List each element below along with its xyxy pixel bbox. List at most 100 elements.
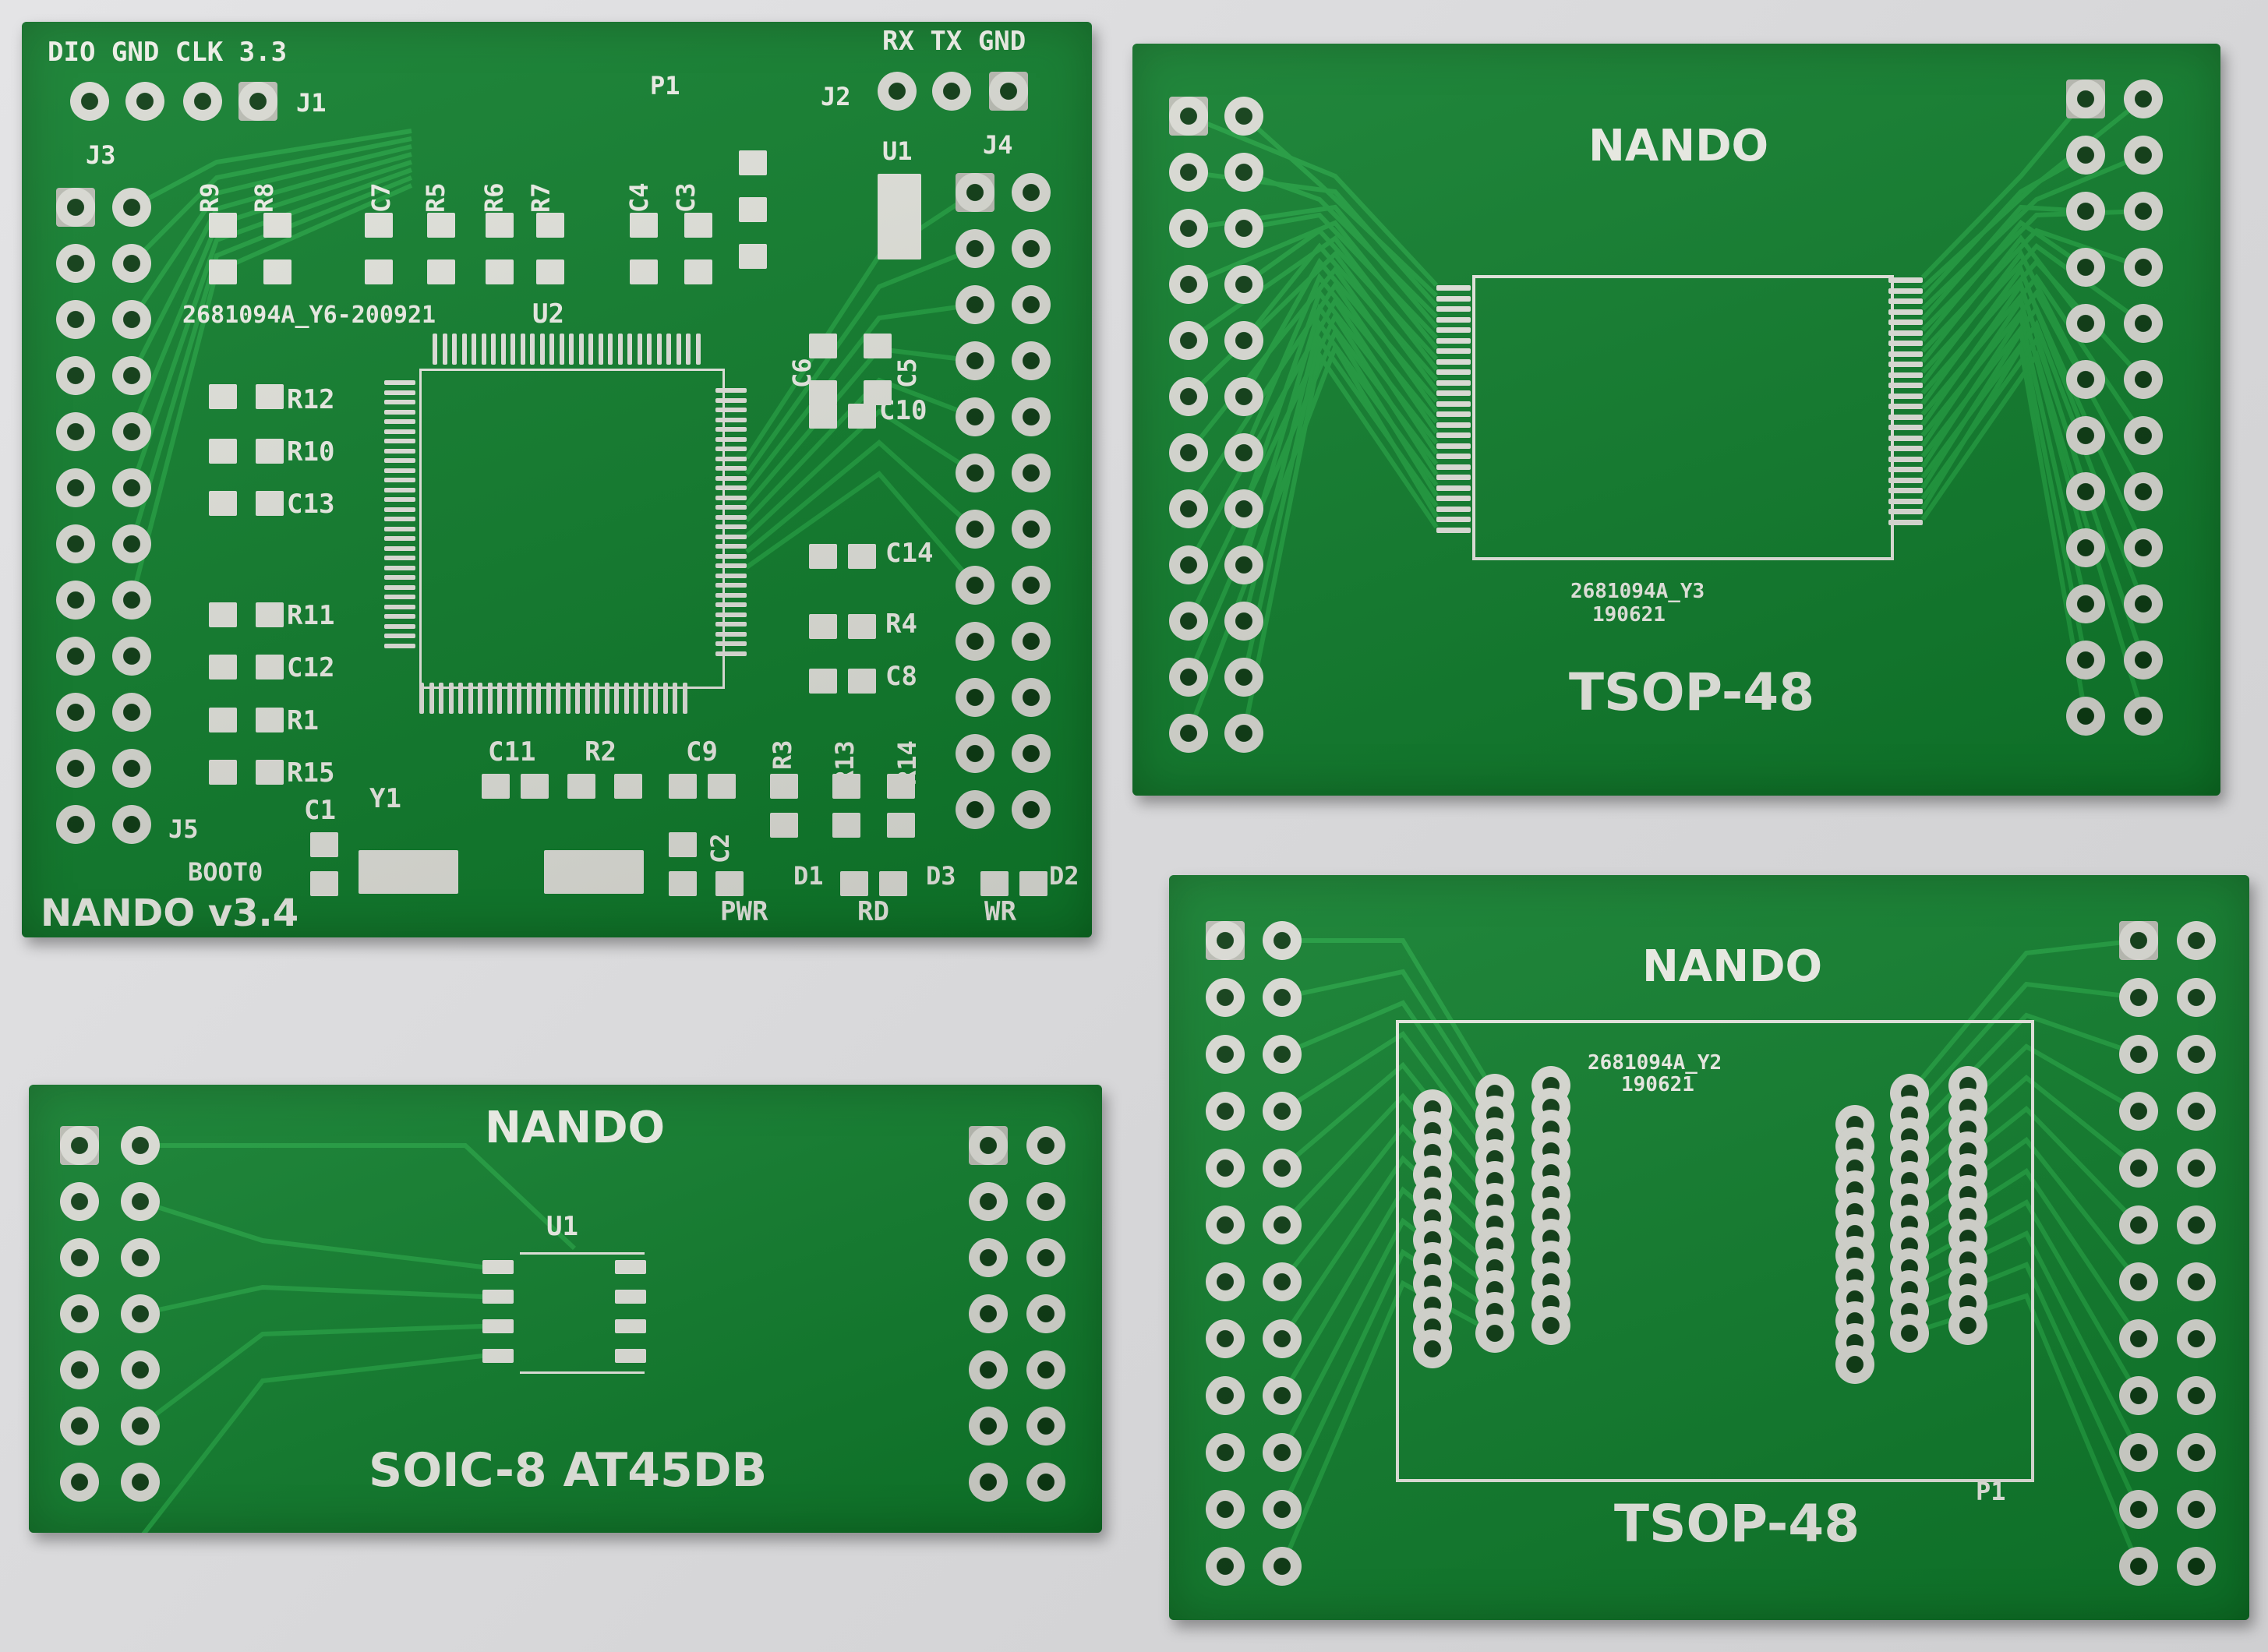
smd-pad [695,334,701,365]
package-label: TSOP-48 [1569,662,1815,722]
mcu-u2-outline [419,369,725,689]
header-pin-hole [2124,192,2163,231]
header-pin-hole [60,1182,99,1221]
header-pin-hole [60,1350,99,1389]
smd-pad [840,871,868,896]
header-pin-hole [1263,978,1302,1017]
header-pin-hole [1169,714,1208,753]
trace [1920,264,2088,437]
smd-pad [1436,496,1471,501]
smd-pad [384,614,415,619]
smd-pad [715,583,747,588]
header-pin-hole [1012,285,1051,324]
header-pin-hole [1012,397,1051,436]
smd-pad [1888,435,1923,441]
header-pin-hole [956,229,994,268]
smd-pad [1436,411,1471,417]
header-pin-hole [969,1350,1008,1389]
header-pin-hole [1169,153,1208,192]
header-pin-hole [1012,678,1051,717]
header-pin-hole [1206,1149,1245,1188]
smd-pad [1888,330,1923,336]
trace [1920,304,2146,549]
header-pin-hole [1835,1345,1874,1384]
trace [1242,257,1439,403]
header-pin-hole [56,693,95,732]
smd-pad [715,427,747,432]
smd-pad [1888,351,1923,357]
smd-pad [770,813,798,838]
trace [745,439,977,554]
header-pin-hole [1012,454,1051,492]
smd-pad [1436,390,1471,396]
board-title: NANDO [1588,121,1769,171]
smd-pad [1888,393,1923,399]
trace [1920,97,2145,290]
header-pin-hole [2066,416,2105,455]
header-pin-hole [956,454,994,492]
header-pin-hole [70,82,109,121]
smd-pad [384,604,415,609]
smd-pad [715,651,747,656]
smd-pad [461,334,467,365]
smd-pad [384,507,415,512]
smd-pad [384,478,415,482]
header-pin-hole [2119,1205,2158,1244]
ref-u1: U1 [882,136,913,166]
header-pin-hole [112,468,151,507]
ref-c11: C11 [488,736,536,768]
smd-pad [209,655,237,680]
smd-pad [715,514,747,520]
smd-pad [536,259,564,284]
smd-pad [530,334,535,365]
header-pin-hole [56,805,95,844]
header-pin-hole [121,1463,160,1502]
smd-pad [1436,485,1471,491]
header-pin-hole [2119,1262,2158,1301]
smd-pad [848,669,876,694]
smd-pad [832,813,860,838]
header-pin-hole [1224,658,1263,697]
smd-pad [1888,498,1923,504]
smd-pad [384,487,415,492]
header-pin-hole [1012,566,1051,605]
smd-pad [209,213,237,238]
ref-c8: C8 [885,661,917,692]
smd-pad [256,760,284,785]
header-pin-hole [2119,1092,2158,1131]
smd-pad [1888,309,1923,315]
header-pin-hole [1026,1126,1065,1165]
ref-c2: C2 [705,833,735,863]
smd-pad [684,213,712,238]
header-pin-hole [2119,978,2158,1017]
header-pin-hole [56,581,95,620]
smd-pad [864,334,892,358]
smd-pad [1436,327,1471,333]
package-label: TSOP-48 [1614,1494,1860,1554]
smd-pad [578,334,584,365]
header-pin-hole [1012,229,1051,268]
trace [1920,295,2088,549]
header-pin-hole [989,72,1028,111]
smd-pad [1436,506,1471,512]
smd-pad [384,419,415,424]
header-pin-hole [1224,153,1263,192]
ref-r15: R15 [287,757,335,789]
smd-pad [427,213,455,238]
smd-pad [575,683,580,714]
smd-pad [615,1290,646,1304]
trace [1187,235,1439,371]
smd-pad [310,832,338,857]
crystal-pad [544,850,644,894]
trace [744,377,977,523]
header-pin-hole [112,412,151,451]
smd-pad [384,390,415,395]
header-pin-hole [1169,209,1208,248]
smd-pad [507,683,512,714]
smd-pad [1436,475,1471,480]
trace [1920,280,2088,492]
smd-pad [487,683,493,714]
smd-pad [427,259,455,284]
smd-pad [1436,358,1471,365]
smd-pad [468,683,473,714]
